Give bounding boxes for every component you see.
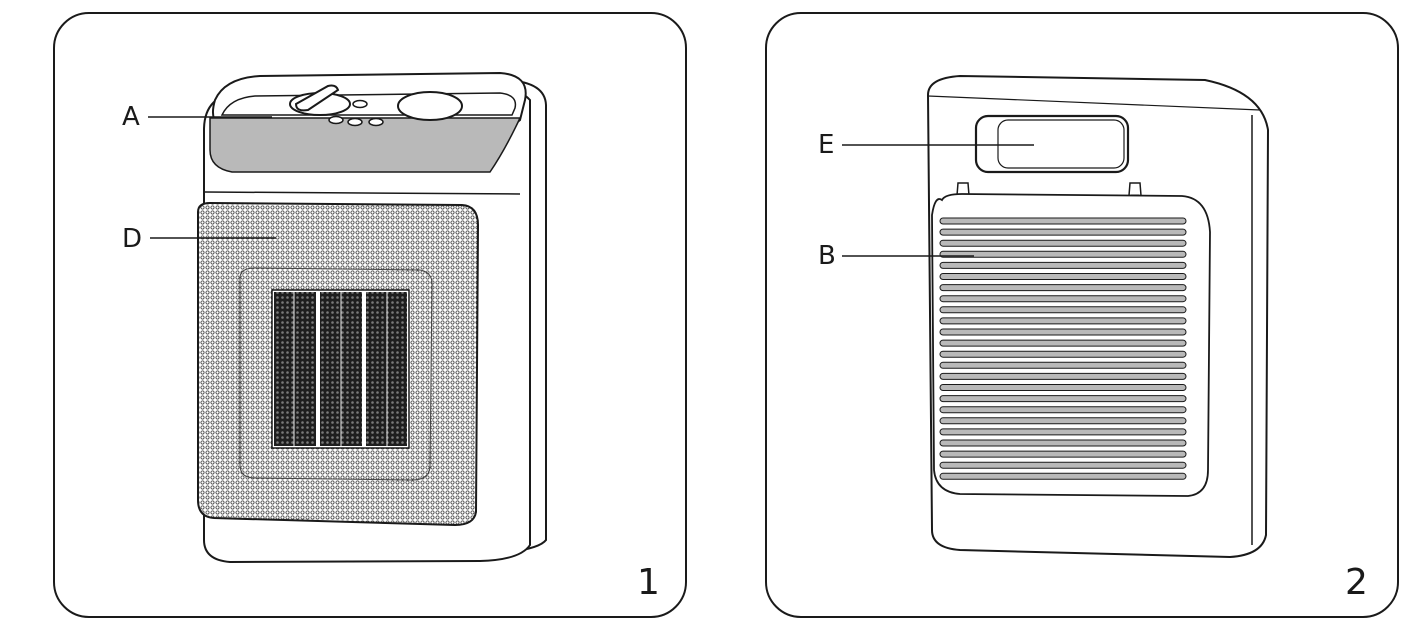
vent-slot (939, 372, 1187, 380)
vent-slot (939, 472, 1187, 480)
vent-slot (939, 317, 1187, 325)
grey-band (209, 117, 522, 173)
rear-vents (939, 217, 1187, 480)
indicator-light (352, 99, 368, 109)
vent-slot (939, 428, 1187, 436)
vent-slot (939, 361, 1187, 369)
vent-slot (939, 339, 1187, 347)
vent-slot (939, 228, 1187, 236)
indicator-light (368, 117, 384, 127)
callout-label-a: A (122, 102, 140, 132)
vent-slot (939, 350, 1187, 358)
callout-label-e: E (818, 130, 835, 160)
vent-slot (939, 284, 1187, 292)
panel-number-2: 2 (1345, 562, 1368, 603)
heater-front-view (197, 71, 547, 564)
vent-slot (939, 328, 1187, 336)
vent-slot (939, 261, 1187, 269)
indicator-light (347, 117, 363, 127)
vent-slot (939, 450, 1187, 458)
vent-slot (939, 295, 1187, 303)
vent-slot (939, 461, 1187, 469)
mode-button (397, 91, 463, 121)
vent-slot (939, 384, 1187, 391)
vent-slot (939, 217, 1187, 225)
callout-label-b: B (818, 241, 836, 271)
vent-slot (939, 250, 1187, 258)
vent-slot (939, 417, 1187, 425)
callout-label-d: D (122, 224, 143, 254)
vent-slot (939, 273, 1187, 280)
indicator-light (328, 115, 344, 125)
vent-slot (939, 395, 1187, 403)
vent-slot (939, 439, 1187, 447)
vent-slot (939, 406, 1187, 414)
vent-slot (939, 306, 1187, 314)
vent-slot (939, 239, 1187, 247)
heater-back-view (926, 74, 1270, 559)
panel-number-1: 1 (637, 562, 660, 603)
